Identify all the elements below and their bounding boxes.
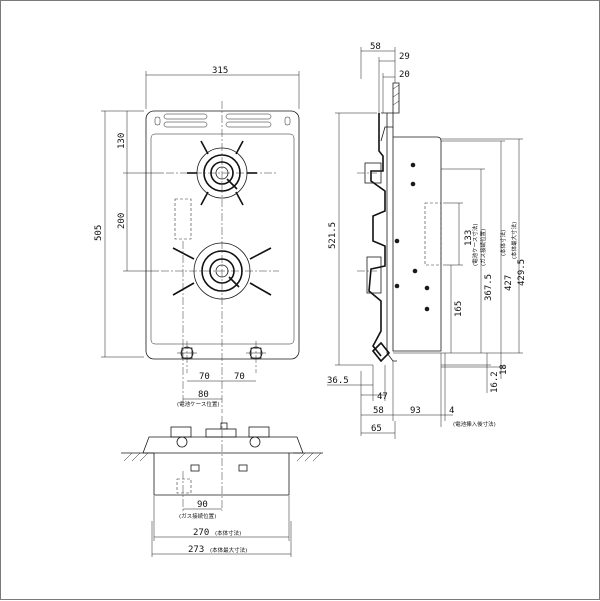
max-429-5-label: (本体最大寸法)	[510, 222, 518, 259]
dim-200: 200	[117, 213, 127, 229]
body-width-label: (本体寸法)	[215, 529, 241, 537]
battery-inserted-label: (電池挿入後寸法)	[453, 420, 496, 428]
cooktop-inner-panel	[150, 133, 295, 345]
dim-height-505: 505	[94, 225, 104, 241]
dim-80: 80	[198, 390, 209, 400]
battery-case-outline	[174, 198, 192, 240]
dim-70-left: 70	[199, 372, 210, 382]
dim-90: 90	[197, 500, 208, 510]
top-view: 315 505 130 200 70 70 80 (電池ケース位置)	[94, 66, 300, 413]
upper-burner	[187, 140, 257, 206]
dim-4: 4	[449, 406, 454, 416]
dim-70-right: 70	[234, 372, 245, 382]
vent-slots	[154, 113, 291, 128]
dim-36-5: 36.5	[327, 376, 349, 386]
dim-429-5: 429.5	[517, 259, 527, 286]
lower-burner	[172, 242, 272, 300]
counter-hatch-right	[296, 452, 322, 462]
dim-top-20: 20	[399, 70, 410, 80]
counter-hatch-left	[123, 452, 149, 462]
dim-270: 270	[193, 528, 209, 538]
front-body-box	[153, 453, 290, 496]
side-profile-front	[368, 113, 386, 357]
dim-165: 165	[454, 301, 464, 317]
side-battery-case	[424, 202, 442, 266]
side-knob	[371, 341, 391, 363]
body-427-label: (本体寸法)	[499, 230, 507, 256]
side-view: 58 29 20 521.5 133 (電池ケース寸法) 165 367.5 (…	[327, 42, 527, 439]
dim-427: 427	[504, 275, 514, 291]
dim-47: 47	[377, 392, 388, 402]
dim-367-5: 367.5	[484, 274, 494, 301]
side-screws	[394, 162, 430, 312]
dim-273: 273	[188, 545, 204, 555]
battery-case-position-label: (電池ケース位置)	[177, 400, 220, 408]
battery-133-label: (電池ケース寸法)	[471, 223, 479, 266]
dim-18: 18	[499, 364, 509, 375]
side-body-box	[392, 127, 442, 352]
gas-367-5-label: (ガス接続位置)	[479, 229, 487, 266]
gas-connection-label: (ガス接続位置)	[179, 512, 216, 520]
dim-top-29: 29	[399, 52, 410, 62]
front-top-plate	[142, 436, 304, 454]
dim-130: 130	[117, 133, 127, 149]
cooktop-outline	[145, 110, 300, 360]
dim-total-521-5: 521.5	[328, 222, 338, 249]
dim-65: 65	[371, 424, 382, 434]
dim-16-2: 16.2	[490, 371, 500, 393]
dim-battery-133: 133	[464, 230, 474, 246]
max-width-label: (本体最大寸法)	[210, 546, 247, 554]
dim-bottom-58: 58	[373, 406, 384, 416]
dim-93: 93	[410, 406, 421, 416]
front-view: 90 (ガス接続位置) 270 (本体寸法) 273 (本体最大寸法)	[121, 416, 323, 557]
dim-top-58: 58	[370, 42, 381, 52]
dim-width-315: 315	[212, 66, 228, 76]
